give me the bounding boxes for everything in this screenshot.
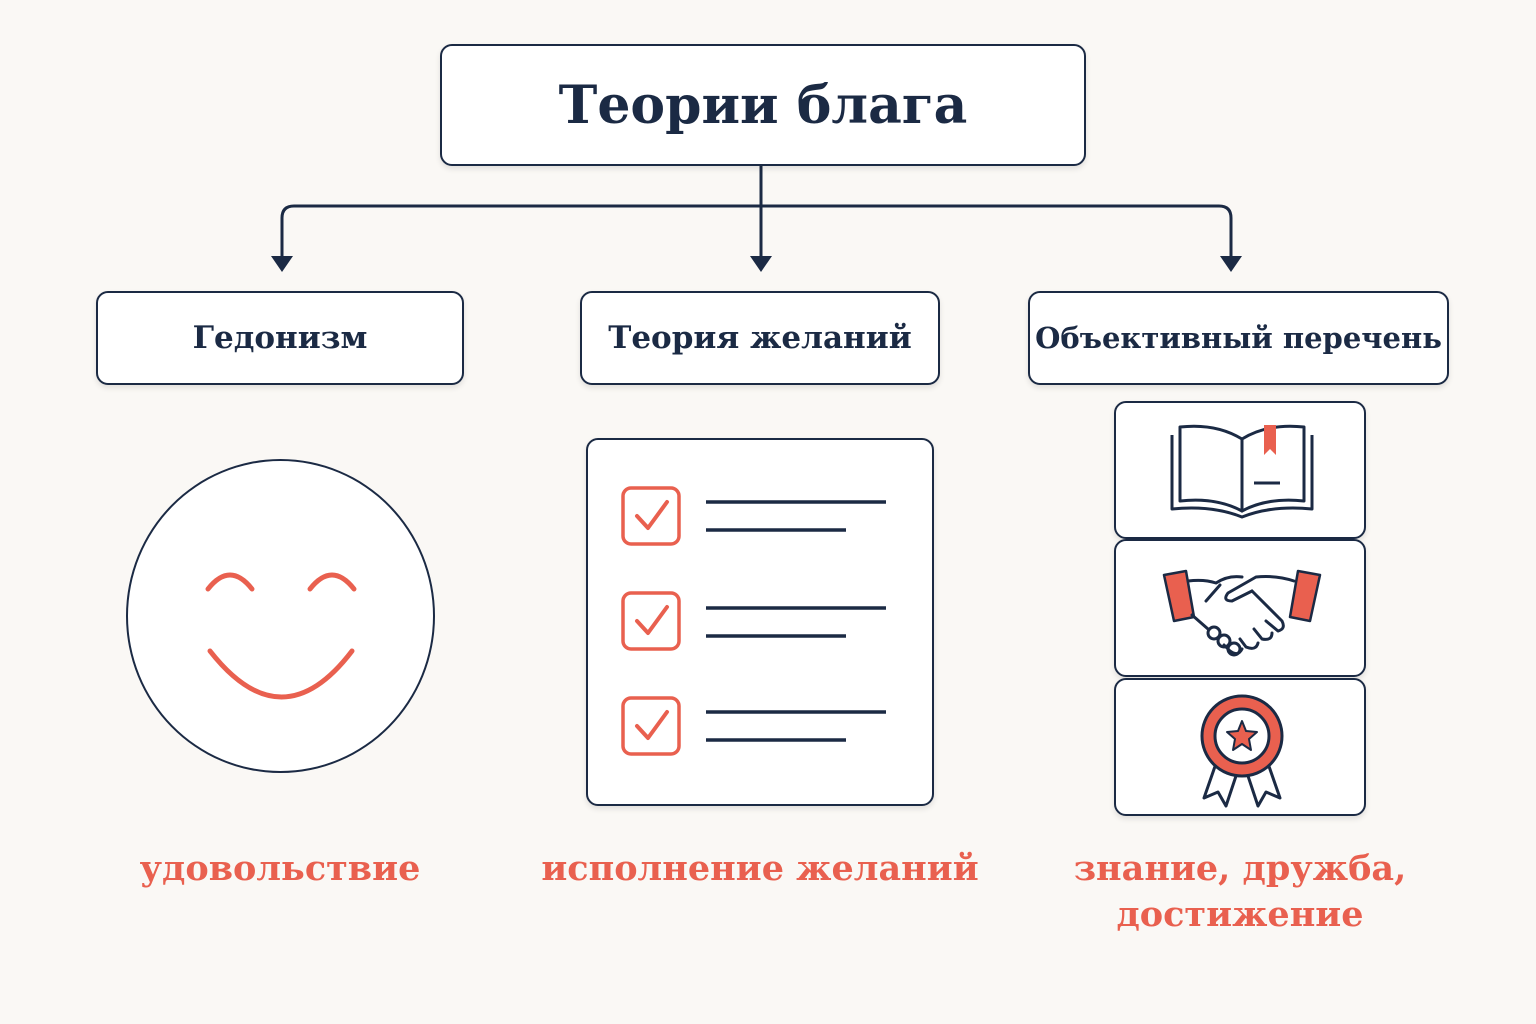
root-title: Теории блага (558, 74, 968, 136)
category-desire-theory: Теория желаний (580, 291, 940, 385)
caption-line: исполнение желаний (541, 848, 979, 889)
tile-knowledge (1114, 401, 1366, 539)
smiley-face-icon (126, 459, 435, 773)
category-objective-list: Объективный перечень (1028, 291, 1449, 385)
category-hedonism: Гедонизм (96, 291, 464, 385)
checklist-row (621, 591, 886, 651)
smile-mouth (207, 648, 355, 700)
category-label: Объективный перечень (1035, 321, 1442, 355)
checklist-row (621, 696, 886, 756)
right-eye (307, 572, 357, 592)
arrow-head-left (271, 256, 293, 272)
caption-line: удовольствие (139, 848, 421, 889)
caption-objective-list: знание, дружба, достижение (1040, 846, 1440, 938)
arrow-head-right (1220, 256, 1242, 272)
category-label: Гедонизм (192, 320, 368, 356)
category-label: Теория желаний (608, 320, 912, 356)
caption-desire-theory: исполнение желаний (530, 846, 990, 892)
handshake-icon (1162, 569, 1322, 657)
root-node: Теории блага (440, 44, 1086, 166)
checklist-icon (586, 438, 934, 806)
caption-line: достижение (1116, 894, 1364, 935)
tile-friendship (1114, 539, 1366, 677)
left-eye (205, 572, 255, 592)
award-medal-icon (1200, 694, 1284, 808)
book-icon (1170, 424, 1314, 519)
checklist-row (621, 486, 886, 546)
caption-hedonism: удовольствие (80, 846, 480, 892)
caption-line: знание, дружба, (1073, 848, 1407, 889)
tile-achievement (1114, 678, 1366, 816)
arrow-head-center (750, 256, 772, 272)
connector-branch (280, 204, 1233, 256)
